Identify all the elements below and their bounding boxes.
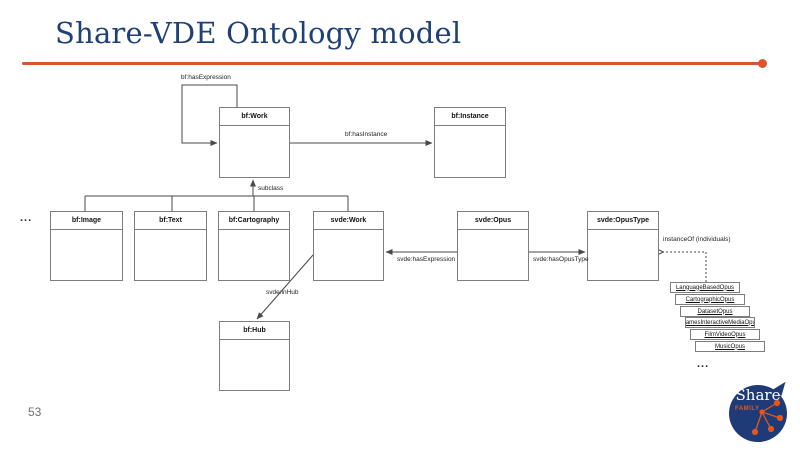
class-box-svde-work: svde:Work bbox=[313, 211, 384, 281]
individual-box: FilmVideoOpus bbox=[690, 329, 760, 340]
logo-subtitle: FAMILY bbox=[735, 406, 760, 412]
edge-label-subclass: subclass bbox=[258, 185, 284, 192]
class-box-bf-work: bf:Work bbox=[219, 107, 290, 178]
ellipsis-more-individuals: ... bbox=[697, 358, 710, 370]
edge-label-instanceOf: instanceOf (individuals) bbox=[663, 236, 731, 243]
share-family-logo: Share FAMILY bbox=[727, 378, 793, 446]
title-underline-dot bbox=[758, 59, 767, 68]
edge-label-svde-hasExpression: svde:hasExpression bbox=[397, 256, 456, 263]
edge-label-svde-hasOpusType: svde:hasOpusType bbox=[533, 256, 589, 263]
individual-box: MusicOpus bbox=[695, 341, 765, 352]
logo-wordmark: Share bbox=[735, 386, 781, 404]
slide-title: Share-VDE Ontology model bbox=[55, 16, 462, 50]
individual-box: LanguageBasedOpus bbox=[670, 282, 740, 293]
edge-label-svde-inHub: svde:inHub bbox=[266, 289, 299, 296]
edge-svde-inHub bbox=[256, 254, 314, 320]
title-underline bbox=[22, 62, 761, 65]
edge-instanceOf bbox=[663, 252, 707, 282]
individual-box: GamesInteractiveMediaOpus bbox=[685, 317, 755, 328]
class-box-title: svde:Work bbox=[314, 212, 383, 230]
class-box-bf-instance: bf:Instance bbox=[434, 107, 506, 178]
class-box-title: bf:Text bbox=[135, 212, 206, 230]
individual-box: CartographicOpus bbox=[675, 294, 745, 305]
class-box-title: svde:OpusType bbox=[588, 212, 658, 230]
class-box-title: bf:Hub bbox=[220, 322, 289, 340]
individual-box: DatasetOpus bbox=[680, 306, 750, 317]
edge-bf-hasExpression-loop bbox=[181, 84, 238, 146]
class-box-svde-opustype: svde:OpusType bbox=[587, 211, 659, 281]
class-box-svde-opus: svde:Opus bbox=[457, 211, 529, 281]
class-box-bf-text: bf:Text bbox=[134, 211, 207, 281]
logo-network-icon bbox=[751, 399, 784, 436]
edge-label-bf-hasExpression: bf:hasExpression bbox=[181, 74, 231, 81]
class-box-bf-cartography: bf:Cartography bbox=[218, 211, 290, 281]
class-box-title: bf:Instance bbox=[435, 108, 505, 126]
edge-label-bf-hasInstance: bf:hasInstance bbox=[345, 131, 388, 138]
class-box-title: bf:Work bbox=[220, 108, 289, 126]
page-number: 53 bbox=[28, 405, 42, 419]
class-box-bf-image: bf:Image bbox=[50, 211, 123, 281]
class-box-title: bf:Image bbox=[51, 212, 122, 230]
class-box-bf-hub: bf:Hub bbox=[219, 321, 290, 391]
class-box-title: svde:Opus bbox=[458, 212, 528, 230]
ellipsis-more-subclasses: ... bbox=[20, 212, 33, 224]
class-box-title: bf:Cartography bbox=[219, 212, 289, 230]
